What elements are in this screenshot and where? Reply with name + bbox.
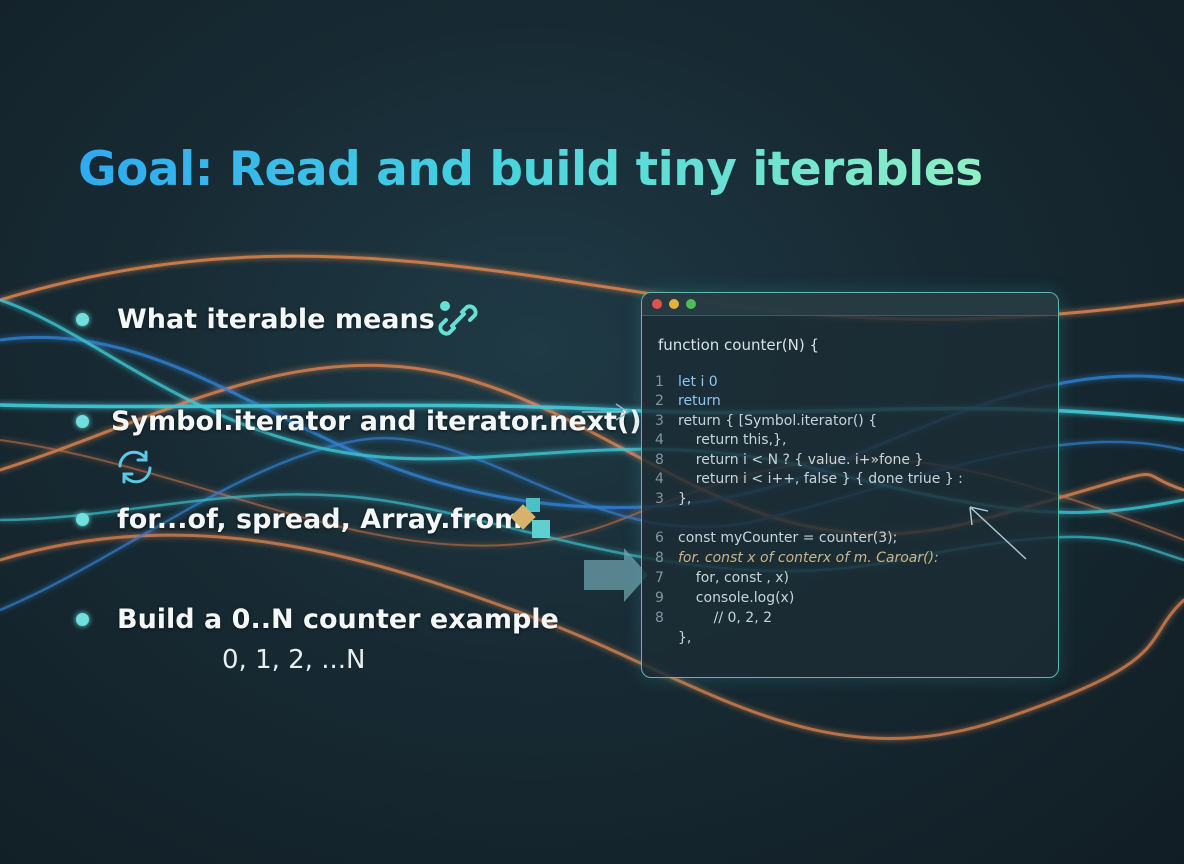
arrow-right-icon [582, 403, 630, 421]
bullet-text: What iterable means [117, 304, 435, 335]
bullet-for-of: for...of, spread, Array.from [76, 504, 522, 535]
minimize-dot-icon [669, 299, 679, 309]
window-titlebar [642, 293, 1058, 316]
bullet-dot [76, 415, 89, 428]
bullet-text: for...of, spread, Array.from [117, 504, 523, 535]
bullet-dot [76, 613, 89, 626]
slide-title: Goal: Read and build tiny iterables [78, 142, 983, 197]
bullet-text: Symbol.iterator and iterator.next() [111, 406, 642, 437]
cycle-arrows-icon [118, 450, 152, 484]
bullet-text: Build a 0..N counter example [117, 604, 559, 635]
bullet-dot [76, 513, 89, 526]
shapes-icon [510, 498, 550, 538]
pointer-arrow-icon [969, 506, 1027, 560]
close-dot-icon [652, 299, 662, 309]
bullet-dot [76, 313, 89, 326]
bullet-symbol-iterator: Symbol.iterator and iterator.next() [76, 406, 642, 437]
counter-sequence: 0, 1, 2, ...N [222, 645, 366, 675]
arrow-block-icon [584, 548, 648, 602]
bullet-build-counter: Build a 0..N counter example [76, 604, 559, 635]
code-header: function counter(N) { [658, 336, 819, 354]
chain-link-icon [438, 301, 478, 336]
maximize-dot-icon [686, 299, 696, 309]
bullet-what-iterable: What iterable means [76, 304, 435, 335]
